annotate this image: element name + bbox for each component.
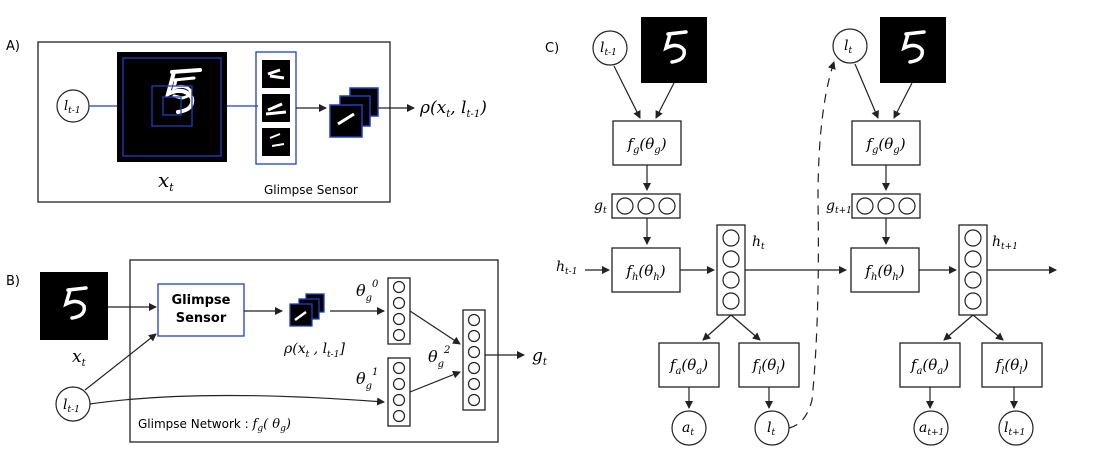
panel-a-patch-large — [122, 57, 222, 157]
panel-b-rho: ρ(xt , lt-1] — [283, 341, 345, 360]
c-right-location-text: lt — [844, 38, 852, 56]
c-left-fl-text: fl(θl) — [752, 356, 786, 377]
theta2-label: θg2 — [428, 345, 450, 370]
panel-b-location-text: lt-1 — [63, 397, 80, 415]
c-left-fa-text: fa(θa) — [669, 356, 708, 377]
panel-b-caption: Glimpse Network : fg( θg) — [138, 417, 291, 434]
glimpse-sensor-box — [157, 283, 245, 337]
c-right-a-node — [913, 410, 949, 446]
c-left-location-text: lt-1 — [600, 40, 617, 58]
c-left-l-text: lt — [767, 420, 775, 438]
c-right-l-text: lt+1 — [1004, 420, 1025, 438]
c-left-fa-box — [658, 342, 720, 388]
glimpse-sensor-line1: Glimpse — [172, 293, 231, 308]
c-right-fl-text: fl(θl) — [995, 356, 1029, 377]
c-left-h-out: ht — [752, 234, 765, 252]
panel-b: B) xt lt-1 Glimpse Sensor ρ(xt , lt-1] θ… — [6, 259, 548, 443]
panel-b-label: B) — [6, 274, 20, 289]
c-right-l-node — [998, 410, 1034, 446]
c-right-fg-box — [851, 120, 921, 166]
panel-b-input-image — [40, 272, 108, 340]
c-right-fa-text: fa(θa) — [910, 356, 949, 377]
panel-b-location-node — [55, 386, 91, 422]
panel-a-label: A) — [6, 39, 20, 54]
c-right-input-image — [880, 17, 946, 83]
panel-a-image-label: xt — [158, 168, 174, 194]
arrow-theta1-to-theta2 — [409, 370, 461, 393]
c-left-input-image — [641, 17, 707, 83]
arrow-loc-to-theta1 — [89, 394, 385, 406]
arrow-theta0-to-theta2 — [409, 310, 461, 345]
panel-a-input-image — [117, 52, 227, 162]
c-left-a-node — [671, 410, 707, 446]
c-right-fh-text: fh(θh) — [864, 262, 904, 283]
panel-a-glimpse-stack — [329, 104, 363, 138]
c-left-arrow-loc-fg — [613, 65, 641, 119]
theta1-label: θg1 — [356, 367, 378, 392]
panel-a-output: ρ(xt, lt-1) — [419, 98, 487, 120]
panel-b-output: gt — [532, 346, 548, 368]
c-left-fh-text: fh(θh) — [625, 262, 665, 283]
glimpse-sensor-line2: Sensor — [176, 311, 227, 326]
c-right-fg-text: fg(θg) — [865, 135, 905, 156]
arrow-loc-to-sensor — [84, 333, 157, 391]
c-right-g-label: gt+1 — [826, 198, 852, 216]
panel-a-patch-medium — [151, 85, 193, 127]
glimpse-patch-1 — [262, 60, 290, 88]
c-left-location-node — [592, 30, 628, 66]
c-left-arrow-img-fg — [655, 82, 675, 119]
c-right-fl-box — [981, 342, 1043, 388]
glimpse-patch-3 — [262, 128, 290, 156]
panel-b-image-label: xt — [72, 347, 87, 369]
theta0-label: θg0 — [356, 279, 379, 304]
c-right-a-text: at+1 — [919, 420, 944, 438]
panel-a-location-text: lt-1 — [64, 99, 81, 116]
panel-a-patch-small — [162, 96, 182, 116]
c-left-h-in: ht-1 — [556, 259, 577, 277]
c-left-fg-text: fg(θg) — [626, 135, 666, 156]
c-left-fl-box — [738, 342, 800, 388]
c-left-a-text: at — [682, 420, 694, 438]
c-left-fg-box — [612, 120, 682, 166]
c-left-g-label: gt — [594, 198, 607, 216]
c-right-fh-box — [850, 247, 920, 293]
panel-c-label: C) — [545, 41, 559, 56]
c-right-h-out: ht+1 — [992, 234, 1018, 252]
c-right-location-node — [832, 28, 868, 64]
panel-c: C) lt-1 fg(θg) gt ht-1 fh(θh) — [545, 17, 1057, 446]
panel-a: A) lt-1 xt ρ(xt — [6, 39, 487, 203]
panel-a-caption: Glimpse Sensor — [264, 183, 358, 197]
